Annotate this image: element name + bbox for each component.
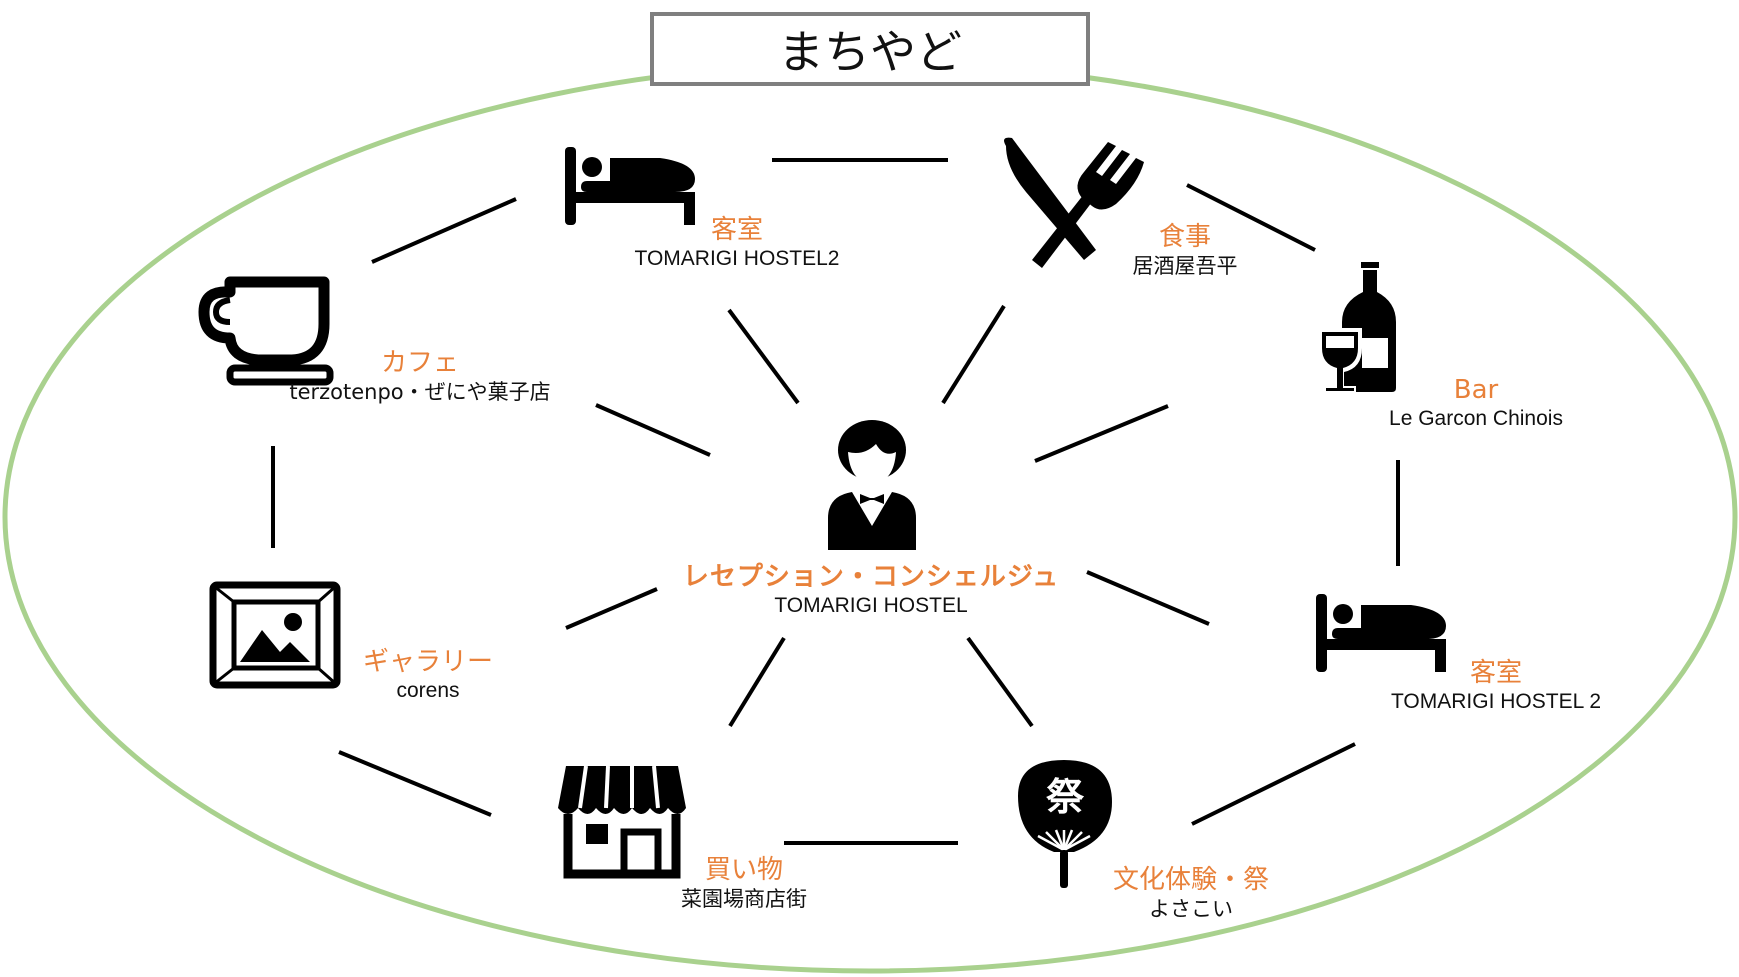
node-category: 客室 [710, 215, 763, 245]
node-center: レセプション・コンシェルジュ TOMARIGI HOSTEL [683, 562, 1059, 620]
link-gallery-shopping [338, 750, 492, 817]
link-center-gallery [565, 587, 658, 630]
page-title: まちやど [778, 25, 962, 79]
concierge-icon [828, 420, 916, 550]
node-meal: 食事 居酒屋吾平 [1133, 222, 1238, 280]
node-name: 居酒屋吾平 [1132, 254, 1238, 278]
node-name: Le Garcon Chinois [1389, 407, 1563, 430]
node-name: 菜園場商店街 [681, 887, 807, 911]
node-category: Bar [1453, 375, 1499, 405]
link-center-meal [941, 304, 1006, 405]
node-category: 買い物 [704, 855, 783, 885]
wine-bottle-glass-icon [1318, 262, 1396, 394]
node-gallery: ギャラリー corens [363, 647, 493, 705]
node-category: ギャラリー [362, 647, 494, 677]
title-box: まちやど [650, 12, 1090, 86]
node-shopping: 買い物 菜園場商店街 [681, 855, 807, 913]
node-festival: 文化体験・祭 よさこい [1113, 865, 1269, 923]
link-cafe-room1 [371, 197, 517, 264]
node-name: TOMARIGI HOSTEL2 [634, 247, 840, 270]
node-name: よさこい [1148, 897, 1233, 921]
node-category: 客室 [1469, 658, 1523, 688]
link-center-room1 [727, 308, 800, 405]
node-category: カフェ [380, 348, 459, 378]
uchiwa-fan-icon: 祭 [1018, 760, 1112, 888]
picture-frame-icon [209, 581, 341, 689]
link-center-cafe [595, 403, 711, 457]
node-category: 文化体験・祭 [1112, 865, 1270, 895]
link-center-festival [966, 636, 1034, 728]
link-center-shopping [728, 636, 786, 728]
node-cafe: カフェ terzotenpo・ぜにや菓子店 [289, 348, 550, 406]
link-room2-festival [1191, 742, 1356, 826]
node-name: TOMARIGI HOSTEL 2 [1390, 690, 1602, 713]
knife-fork-icon [1004, 137, 1144, 268]
bed-icon [565, 147, 695, 225]
shop-icon [558, 765, 686, 879]
bed-icon [1316, 594, 1446, 672]
node-room2: 客室 TOMARIGI HOSTEL 2 [1391, 658, 1601, 716]
coffee-cup-icon [198, 276, 334, 386]
center-category: レセプション・コンシェルジュ [682, 562, 1060, 592]
node-name: corens [396, 679, 460, 702]
node-name: terzotenpo・ぜにや菓子店 [289, 380, 551, 404]
machiyado-boundary-ellipse [2, 60, 1738, 974]
festival-glyph: 祭 [1046, 775, 1085, 819]
node-room1: 客室 TOMARIGI HOSTEL2 [635, 215, 840, 273]
node-category: 食事 [1158, 222, 1211, 252]
link-meal-bar [1186, 183, 1316, 252]
link-center-room2 [1086, 570, 1210, 626]
center-name: TOMARIGI HOSTEL [774, 594, 968, 617]
link-center-bar [1034, 404, 1169, 463]
node-bar: Bar Le Garcon Chinois [1389, 375, 1563, 433]
